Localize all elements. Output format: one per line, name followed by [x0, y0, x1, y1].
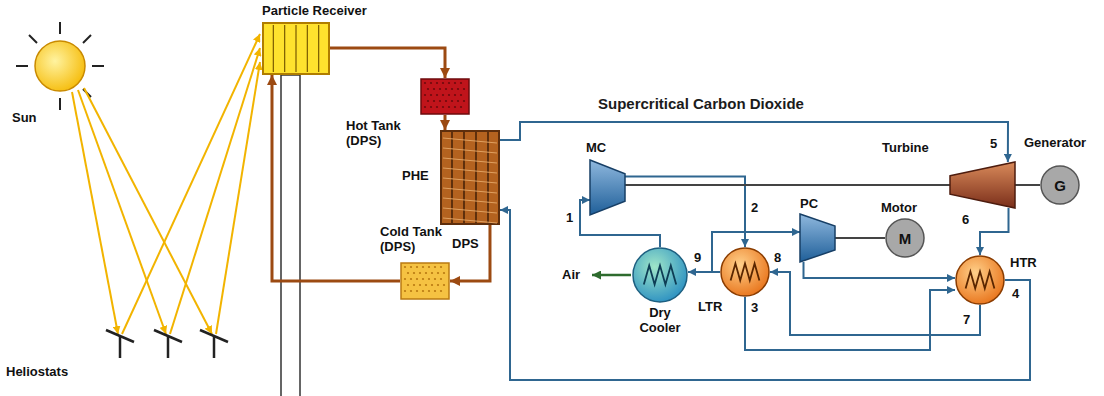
particle-flow — [330, 48, 445, 78]
generator: GeneratorG — [1040, 165, 1080, 205]
co2-flow — [980, 208, 1009, 255]
state-number: 3 — [751, 300, 758, 315]
particle-receiver-shape — [262, 22, 330, 75]
recuperator-shape — [955, 255, 1005, 305]
cold-tank: Cold Tank (DPS) — [400, 262, 450, 300]
shaft-line — [625, 184, 950, 186]
component-label: Cold Tank (DPS) — [380, 224, 446, 254]
sun-label: Sun — [12, 110, 37, 125]
state-number: 5 — [990, 136, 997, 151]
compressor-shape — [590, 160, 625, 215]
component-label: Hot Tank (DPS) — [346, 118, 412, 148]
state-number: 6 — [962, 212, 969, 227]
state-number: 7 — [963, 312, 970, 327]
symbol-letter: M — [885, 218, 925, 258]
heliostat-symbol — [106, 330, 228, 358]
stream-label: DPS — [452, 236, 479, 251]
heat-exchanger: PHE — [440, 130, 500, 225]
turbine: Turbine — [950, 162, 1015, 208]
component-label: Dry Cooler — [632, 305, 688, 335]
hot-tank: Hot Tank (DPS) — [420, 78, 470, 115]
sun-symbol — [16, 22, 104, 110]
component-label: PHE — [402, 168, 429, 183]
compressor-shape — [800, 214, 835, 262]
state-number: 8 — [774, 250, 781, 265]
co2-flow — [625, 177, 745, 248]
dry-cooler-shape — [632, 247, 688, 303]
component-label: Generator — [1024, 135, 1086, 150]
component-label: MC — [586, 140, 606, 155]
recuperator: HTR — [955, 255, 1005, 305]
co2-flow — [770, 272, 980, 335]
state-number: 1 — [566, 210, 573, 225]
state-number: 4 — [1012, 286, 1019, 301]
component-label: Motor — [881, 200, 917, 215]
hot-tank-shape — [420, 78, 470, 115]
state-number: 9 — [694, 250, 701, 265]
recuperator-shape — [720, 247, 770, 297]
particle-flow — [450, 225, 490, 281]
co2-flow — [500, 210, 1030, 380]
shaft-line — [835, 237, 885, 239]
cold-tank-shape — [400, 262, 450, 300]
component-label: PC — [800, 196, 818, 211]
particle-flow — [443, 115, 446, 130]
component-label: LTR — [698, 299, 722, 314]
shaft-line — [1015, 184, 1040, 186]
component-label: Particle Receiver — [262, 3, 367, 18]
motor: MotorM — [885, 218, 925, 258]
component-label: Turbine — [882, 140, 929, 155]
co2-flow — [804, 262, 956, 278]
light-rays — [72, 34, 260, 334]
recuperator: LTR — [720, 247, 770, 297]
co2-flow — [745, 290, 955, 350]
receiver-tower — [281, 75, 300, 396]
turbine-shape — [950, 162, 1015, 208]
co2-flow — [500, 122, 1008, 162]
symbol-letter: G — [1040, 165, 1080, 205]
dry-cooler: Dry Cooler — [632, 247, 688, 303]
stream-label: Air — [562, 267, 580, 282]
component-label: HTR — [1010, 255, 1037, 270]
air-outlet-arrow — [592, 274, 631, 277]
cycle-title: Supercritical Carbon Dioxide — [598, 96, 804, 111]
compressor: PC — [800, 214, 835, 262]
heat-exchanger-shape — [440, 130, 500, 225]
particle-receiver: Particle Receiver — [262, 22, 330, 75]
compressor: MC — [590, 160, 625, 215]
heliostat-label: Heliostats — [6, 364, 68, 379]
state-number: 2 — [751, 200, 758, 215]
